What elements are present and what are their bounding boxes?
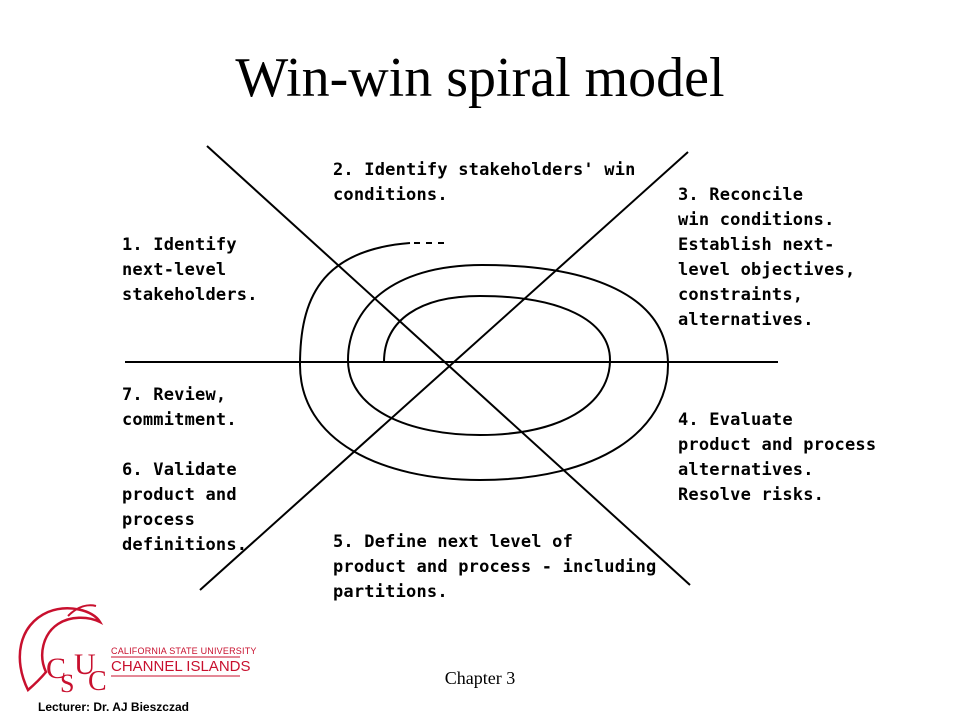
step-1-identify-stakeholders: 1. Identify next-level stakeholders. [122, 235, 258, 305]
csuci-logo: C S U C CALIFORNIA STATE UNIVERSITY CHAN… [8, 600, 256, 700]
svg-text:C: C [46, 652, 66, 685]
svg-text:U: U [74, 648, 96, 681]
diagonal-axis-1 [206, 145, 691, 586]
chapter-label: Chapter 3 [444, 668, 516, 688]
logo-campus-name: CHANNEL ISLANDS [111, 658, 251, 675]
svg-text:S: S [60, 669, 74, 698]
svg-text:C: C [88, 666, 107, 697]
dolphin-icon: C S U C [18, 604, 240, 698]
diagonal-axis-2 [199, 151, 689, 591]
slide-title: Win-win spiral model [235, 47, 725, 109]
lecturer-label: Lecturer: Dr. AJ Bieszczad [38, 700, 189, 714]
step-7-review-commitment: 7. Review, commitment. [122, 385, 237, 430]
spiral-path [298, 242, 670, 482]
step-4-evaluate-alternatives: 4. Evaluate product and process alternat… [678, 410, 877, 505]
step-6-validate-definitions: 6. Validate product and process definiti… [122, 460, 248, 555]
step-5-define-next-level: 5. Define next level of product and proc… [333, 532, 657, 602]
step-2-identify-win-conditions: 2. Identify stakeholders' win conditions… [333, 160, 636, 205]
logo-university-name: CALIFORNIA STATE UNIVERSITY [111, 646, 257, 656]
step-3-reconcile-win-conditions: 3. Reconcile win conditions. Establish n… [678, 185, 856, 330]
